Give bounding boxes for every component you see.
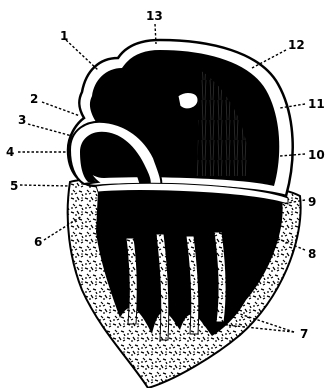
label-4: 4 xyxy=(6,145,14,159)
label-12: 12 xyxy=(288,38,305,52)
label-11: 11 xyxy=(308,97,325,111)
label-7: 7 xyxy=(300,327,308,341)
label-3: 3 xyxy=(18,113,26,127)
label-8: 8 xyxy=(308,247,316,261)
label-1: 1 xyxy=(60,29,68,43)
label-10: 10 xyxy=(308,148,325,162)
label-13: 13 xyxy=(146,9,163,23)
label-2: 2 xyxy=(30,92,38,106)
label-5: 5 xyxy=(10,179,18,193)
label-9: 9 xyxy=(308,195,316,209)
label-6: 6 xyxy=(34,235,42,249)
valve-nodule xyxy=(178,93,198,109)
